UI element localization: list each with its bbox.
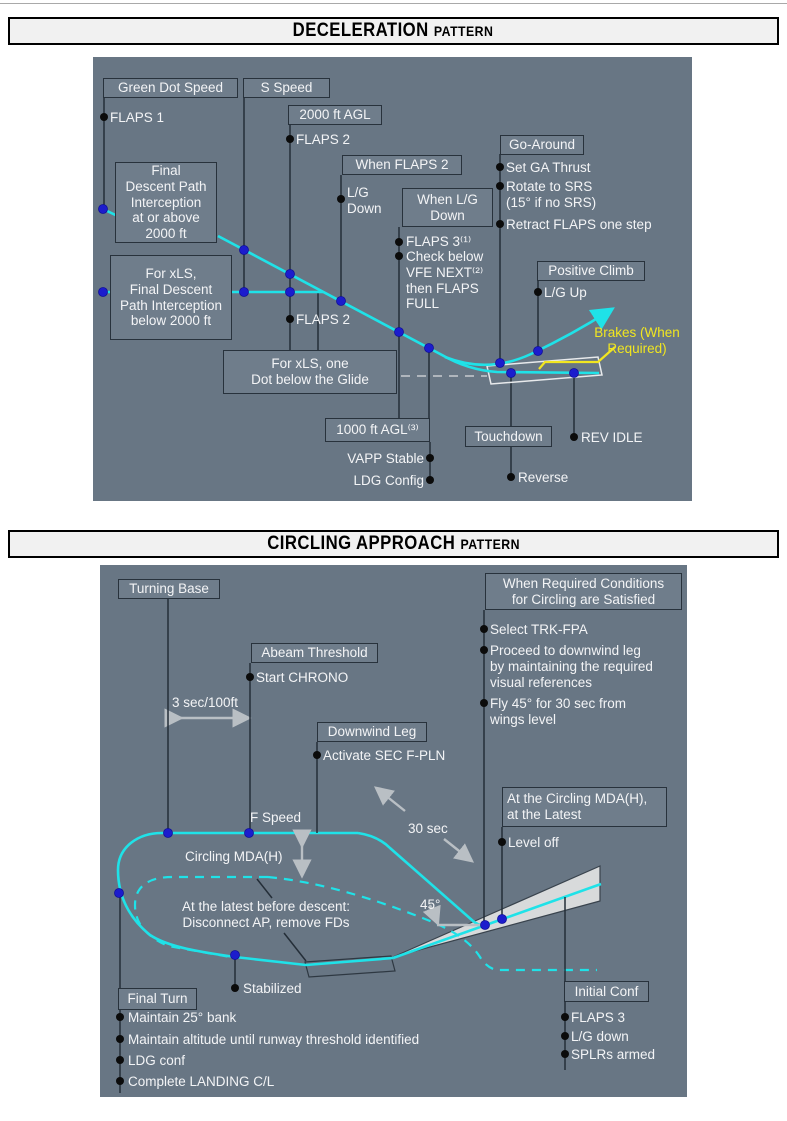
proceed-downwind-label: Proceed to downwind leg by maintaining t… bbox=[490, 643, 653, 690]
45deg-label: 45° bbox=[420, 897, 441, 912]
check-below-label: Check below VFE NEXT⁽²⁾ then FLAPS FULL bbox=[406, 249, 484, 312]
maintain-altitude-label: Maintain altitude until runway threshold… bbox=[128, 1032, 420, 1047]
go-around-box: Go-Around bbox=[500, 135, 584, 155]
flaps3-label: FLAPS 3⁽¹⁾ bbox=[406, 234, 472, 249]
ldg-conf-label: LDG conf bbox=[128, 1053, 186, 1068]
when-flaps2-box: When FLAPS 2 bbox=[342, 155, 462, 175]
lg-down-label: L/G Down bbox=[347, 185, 382, 216]
when-lg-down-box: When L/G Down bbox=[402, 188, 493, 227]
lg-down-label: L/G down bbox=[571, 1029, 629, 1044]
fly-45-label: Fly 45° for 30 sec from wings level bbox=[490, 696, 626, 727]
activate-sec-fpln-label: Activate SEC F-PLN bbox=[323, 748, 446, 763]
measure-arrows bbox=[164, 708, 483, 927]
lower-track-dashed bbox=[133, 875, 597, 972]
deceleration-title: DECELERATION bbox=[293, 20, 430, 41]
brakes-label: Brakes (When Required) bbox=[594, 325, 680, 356]
final-approach-centerline bbox=[392, 882, 602, 960]
circling-title: CIRCLING APPROACH bbox=[267, 533, 456, 554]
deceleration-diagram: Green Dot Speed S Speed 2000 ft AGL Fina… bbox=[93, 57, 692, 501]
at-latest-descent-label: At the latest before descent: Disconnect… bbox=[181, 899, 351, 930]
3sec-100ft-label: 3 sec/100ft bbox=[172, 695, 239, 710]
sec30-arrow-lower bbox=[443, 838, 475, 863]
retract-flaps-label: Retract FLAPS one step bbox=[506, 217, 652, 232]
for-xls-box: For xLS, Final Descent Path Interception… bbox=[110, 255, 232, 340]
green-dot-speed-box: Green Dot Speed bbox=[103, 78, 238, 98]
start-chrono-label: Start CHRONO bbox=[256, 670, 349, 685]
at-circling-mda-box: At the Circling MDA(H), at the Latest bbox=[502, 787, 667, 827]
path-dots bbox=[114, 828, 507, 960]
circling-diagram: Turning Base When Required Conditions fo… bbox=[100, 565, 687, 1097]
select-trk-fpa-label: Select TRK-FPA bbox=[490, 622, 588, 637]
f-speed-label: F Speed bbox=[250, 810, 302, 825]
touchdown-box: Touchdown bbox=[465, 426, 552, 447]
reverse-label: Reverse bbox=[518, 470, 569, 485]
go-around-path bbox=[444, 307, 615, 367]
deg45-angle-arrow bbox=[422, 904, 441, 927]
complete-landing-cl-label: Complete LANDING C/L bbox=[128, 1074, 275, 1089]
circling-title-sub: PATTERN bbox=[460, 536, 520, 552]
initial-conf-box: Initial Conf bbox=[564, 981, 649, 1002]
lg-up-label: L/G Up bbox=[544, 285, 587, 300]
rotate-srs-label: Rotate to SRS (15° if no SRS) bbox=[506, 179, 597, 210]
set-ga-thrust-label: Set GA Thrust bbox=[506, 160, 591, 175]
downwind-leg-box: Downwind Leg bbox=[317, 722, 427, 742]
brakes-bracket bbox=[538, 346, 616, 370]
circling-mda-label: Circling MDA(H) bbox=[185, 849, 283, 864]
one-dot-below-glide-box: For xLS, one Dot below the Glide bbox=[223, 350, 397, 394]
item-bullets bbox=[100, 113, 578, 484]
level-off-label: Level off bbox=[508, 835, 559, 850]
agl-2000-box: 2000 ft AGL bbox=[288, 105, 382, 125]
item-bullets bbox=[116, 625, 569, 1085]
runway bbox=[304, 955, 396, 978]
agl-1000-box: 1000 ft AGL⁽³⁾ bbox=[325, 418, 430, 442]
abeam-threshold-box: Abeam Threshold bbox=[251, 643, 378, 663]
runway bbox=[486, 356, 603, 385]
path-dots bbox=[98, 204, 579, 378]
flaps1-label: FLAPS 1 bbox=[110, 110, 165, 125]
flaps2-xls-label: FLAPS 2 bbox=[296, 312, 351, 327]
sec30-arrow-upper bbox=[374, 786, 406, 812]
deceleration-title-sub: PATTERN bbox=[434, 23, 494, 39]
vapp-stable-label: VAPP Stable bbox=[347, 451, 424, 466]
ldg-config-label: LDG Config bbox=[353, 473, 424, 488]
final-descent-box: Final Descent Path Interception at or ab… bbox=[115, 162, 217, 243]
flaps3-label: FLAPS 3 bbox=[571, 1010, 626, 1025]
rev-idle-label: REV IDLE bbox=[581, 430, 643, 445]
turning-base-box: Turning Base bbox=[118, 579, 220, 599]
s-speed-box: S Speed bbox=[243, 78, 330, 98]
final-turn-box: Final Turn bbox=[118, 988, 197, 1010]
page-top-rule bbox=[0, 3, 787, 4]
maintain-bank-label: Maintain 25° bank bbox=[128, 1010, 237, 1025]
splrs-armed-label: SPLRs armed bbox=[571, 1047, 656, 1062]
when-required-box: When Required Conditions for Circling ar… bbox=[485, 573, 682, 610]
positive-climb-box: Positive Climb bbox=[537, 261, 645, 281]
30sec-label: 30 sec bbox=[408, 821, 448, 836]
circling-graphics bbox=[114, 599, 602, 1093]
flaps2-label: FLAPS 2 bbox=[296, 132, 351, 147]
stabilized-label: Stabilized bbox=[243, 981, 302, 996]
